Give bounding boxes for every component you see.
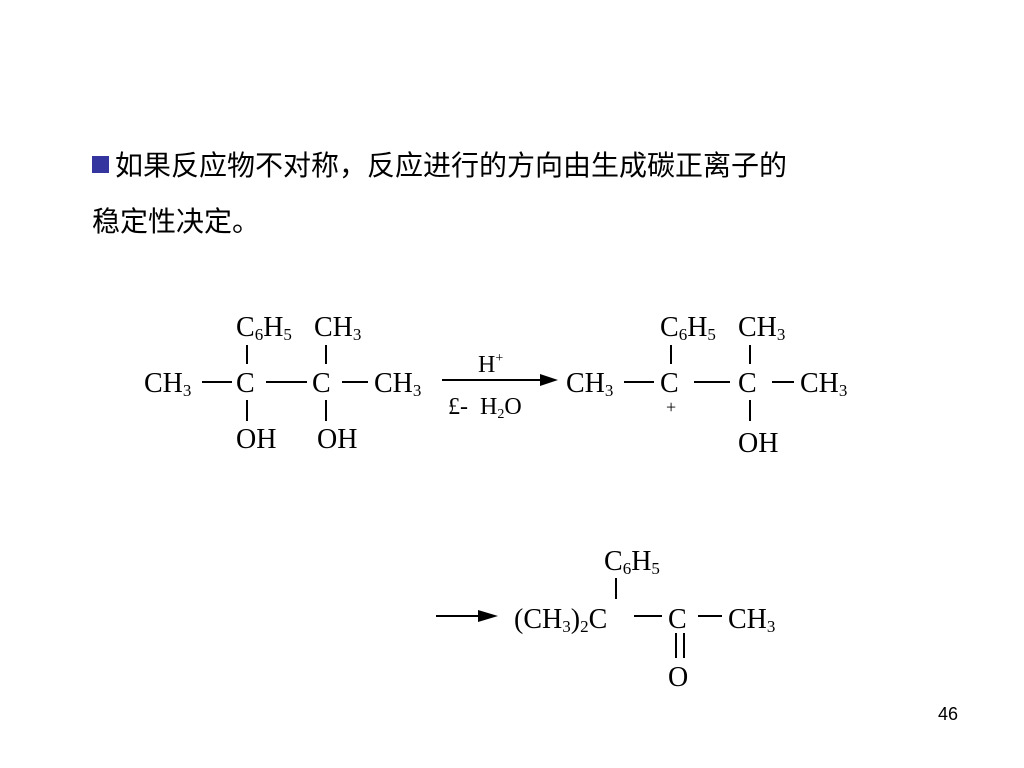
ketone-ch3: CH3 — [728, 604, 775, 636]
product-top-ch3: CH3 — [738, 312, 785, 344]
arrow-head-icon — [540, 374, 558, 386]
product-bottom-oh: OH — [738, 428, 778, 459]
reactant-c2: C — [312, 368, 331, 399]
intro-line-2: 稳定性决定。 — [92, 205, 261, 238]
arrow-head-icon — [478, 610, 498, 622]
reaction1-arrow: H+ £- H2O — [442, 351, 558, 422]
reactant-right-ch3: CH3 — [374, 368, 421, 400]
reactant-bottom-oh-1: OH — [236, 424, 276, 455]
product-c2: C — [738, 368, 757, 399]
reactant-bottom-oh-2: OH — [317, 424, 357, 455]
product-c1: C — [660, 368, 679, 399]
arrow-above-reagent: H+ — [478, 351, 503, 378]
product-left-ch3: CH3 — [566, 368, 613, 400]
square-bullet-icon — [92, 156, 109, 173]
reactant-c1: C — [236, 368, 255, 399]
page-number: 46 — [938, 704, 959, 724]
arrow-below-prefix: £- — [448, 394, 468, 420]
ketone-carbon: C — [668, 604, 687, 635]
reactant-top-ch3: CH3 — [314, 312, 361, 344]
product-top-c6h5: C6H5 — [660, 312, 716, 344]
product-right-ch3: CH3 — [800, 368, 847, 400]
ketone-group: (CH3)2C — [514, 604, 607, 636]
ketone-top-c6h5: C6H5 — [604, 546, 660, 578]
reactant-top-c6h5: C6H5 — [236, 312, 292, 344]
reactant-left-ch3: CH3 — [144, 368, 191, 400]
intro-line-1: 如果反应物不对称，反应进行的方向由生成碳正离子的 — [115, 149, 788, 182]
ketone-oxygen: O — [668, 662, 688, 693]
intro-text: 如果反应物不对称，反应进行的方向由生成碳正离子的 稳定性决定。 — [92, 138, 952, 250]
reaction2: (CH3)2C C CH3 C6H5 O — [436, 546, 775, 693]
carbocation-charge: + — [666, 397, 676, 417]
reactant-molecule: CH3 C C CH3 C6H5 CH3 OH OH — [144, 312, 421, 455]
carbocation-molecule: CH3 C C CH3 C6H5 CH3 + OH — [566, 312, 847, 459]
arrow-below-reagent: H2O — [480, 394, 522, 422]
